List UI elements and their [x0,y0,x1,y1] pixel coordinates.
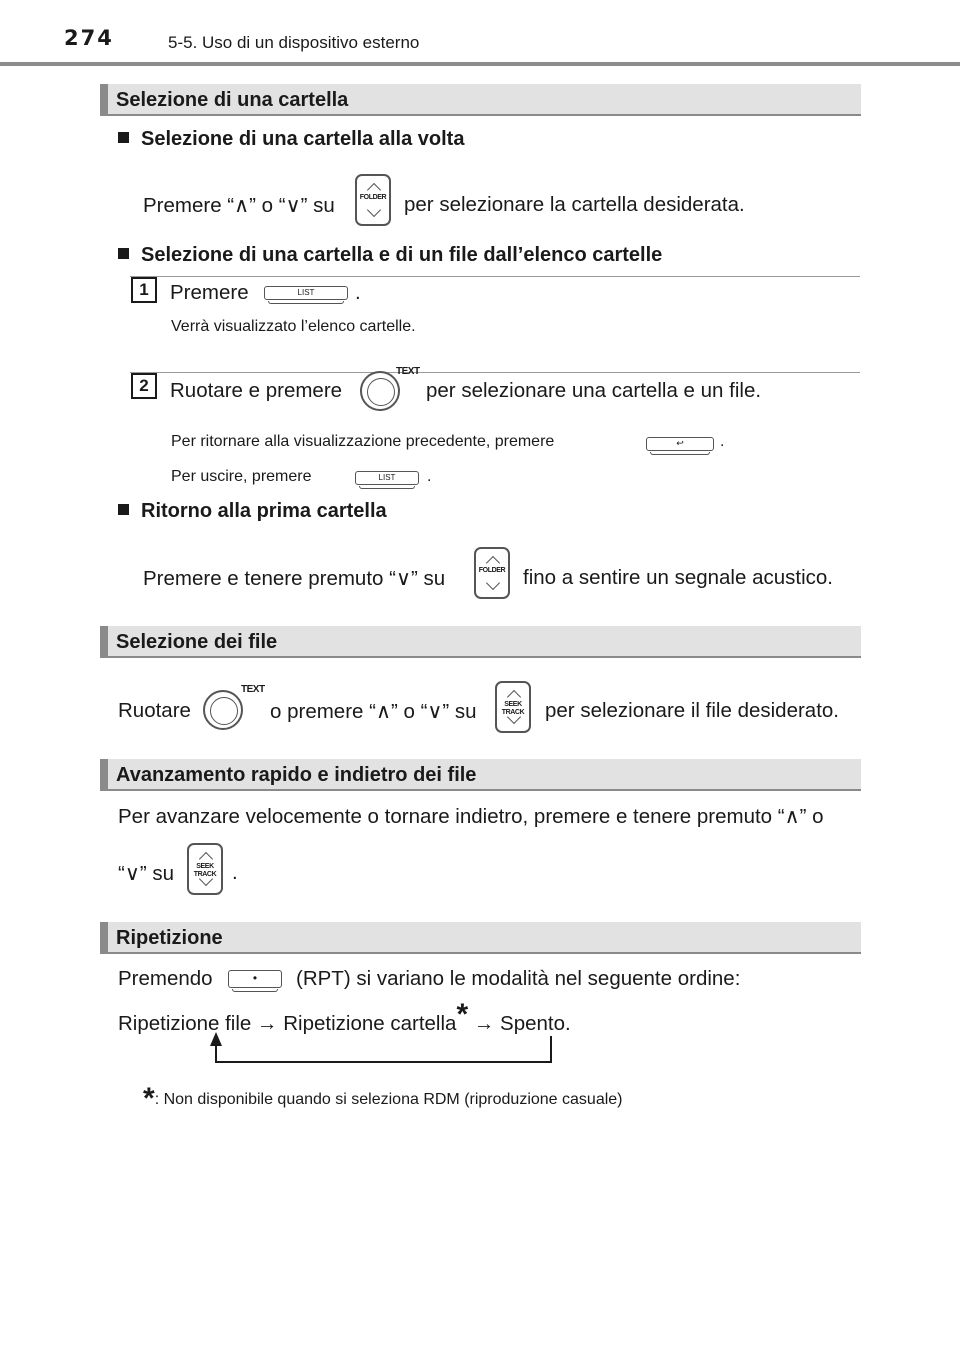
back-arrow-icon: ↩ [676,438,684,448]
instruction-text: Premere “∧” o “∨” su [143,194,335,217]
header-divider [0,62,960,66]
step-note: Per uscire, premere [171,468,312,485]
step-text: . [355,281,361,304]
section-header-repeat: Ripetizione [100,922,861,954]
chevron-down-icon [485,575,501,591]
section-title: Avanzamento rapido e indietro dei file [116,764,477,786]
step-number-2: 2 [131,373,157,399]
repeat-mode-file: Ripetizione file [118,1012,252,1035]
step-note: . [427,468,432,485]
rpt-button[interactable]: • [228,970,282,992]
loop-arrow-line [215,1040,217,1062]
instruction-text: per selezionare il file desiderato. [545,699,839,722]
list-button[interactable]: LIST [264,286,348,304]
folder-rocker-button[interactable]: FOLDER [355,174,391,226]
back-button[interactable]: ↩ [646,437,714,455]
section-header-fast-forward: Avanzamento rapido e indietro dei file [100,759,861,791]
loop-arrowhead-icon [210,1032,222,1046]
subsection-title-folder-list: Selezione di una cartella e di un file d… [118,244,662,267]
folder-rocker-button[interactable]: FOLDER [474,547,510,599]
subsection-title-first-folder: Ritorno alla prima cartella [118,500,387,523]
step-note: Verrà visualizzato l’elenco cartelle. [171,318,416,335]
instruction-text: o premere “∧” o “∨” su [270,700,477,723]
chevron-down-icon [366,202,382,218]
instruction-text: . [232,861,238,884]
chapter-title: 5-5. Uso di un dispositivo esterno [168,33,420,52]
repeat-sequence: Ripetizione file → Ripetizione cartella*… [118,998,571,1038]
seek-track-rocker-button[interactable]: SEEK TRACK [495,681,531,733]
text-knob[interactable] [203,690,243,730]
section-title: Selezione di una cartella [116,89,349,111]
step-note: . [720,433,725,450]
text-knob-label: TEXT [241,684,265,695]
step-text: Premere [170,281,249,304]
footnote-text: : Non disponibile quando si seleziona RD… [154,1091,623,1108]
bullet-square-icon [118,504,129,515]
text-knob-label: TEXT [396,366,420,377]
footnote: *: Non disponibile quando si seleziona R… [143,1078,623,1115]
subsection-title-one-folder: Selezione di una cartella alla volta [118,128,464,151]
instruction-text: Ruotare [118,699,191,722]
arrow-right-icon: → [473,1012,495,1035]
text-knob[interactable] [360,371,400,411]
seek-track-rocker-button[interactable]: SEEK TRACK [187,843,223,895]
step-text: Ruotare e premere [170,379,343,402]
page-number: 274 [64,26,114,50]
instruction-text: Premere e tenere premuto “∨” su [143,567,446,590]
instruction-text: Premendo [118,967,213,990]
step-divider [130,372,860,373]
loop-arrow-line [215,1061,552,1063]
section-title: Selezione dei file [116,631,278,653]
loop-arrow-line [550,1036,552,1063]
instruction-text: (RPT) si variano le modalità nel seguent… [296,967,741,990]
repeat-mode-off: Spento. [500,1012,571,1035]
arrow-right-icon: → [257,1012,278,1035]
bullet-square-icon [118,248,129,259]
section-header-folder-select: Selezione di una cartella [100,84,861,116]
instruction-text: fino a sentire un segnale acustico. [523,566,833,589]
section-title: Ripetizione [116,927,223,949]
list-button[interactable]: LIST [355,471,419,489]
footnote-asterisk: * [143,1082,155,1115]
step-note: Per ritornare alla visualizzazione prece… [171,433,555,450]
instruction-text: Per avanzare velocemente o tornare indie… [118,805,824,828]
instruction-text: per selezionare la cartella desiderata. [404,193,745,216]
bullet-square-icon [118,132,129,143]
section-header-file-select: Selezione dei file [100,626,861,658]
asterisk-mark: * [456,998,469,1031]
step-divider [130,276,860,277]
step-text: per selezionare una cartella e un file. [426,379,762,402]
step-number-1: 1 [131,277,157,303]
repeat-mode-folder: Ripetizione cartella [283,1012,457,1035]
instruction-text: “∨” su [118,862,175,885]
